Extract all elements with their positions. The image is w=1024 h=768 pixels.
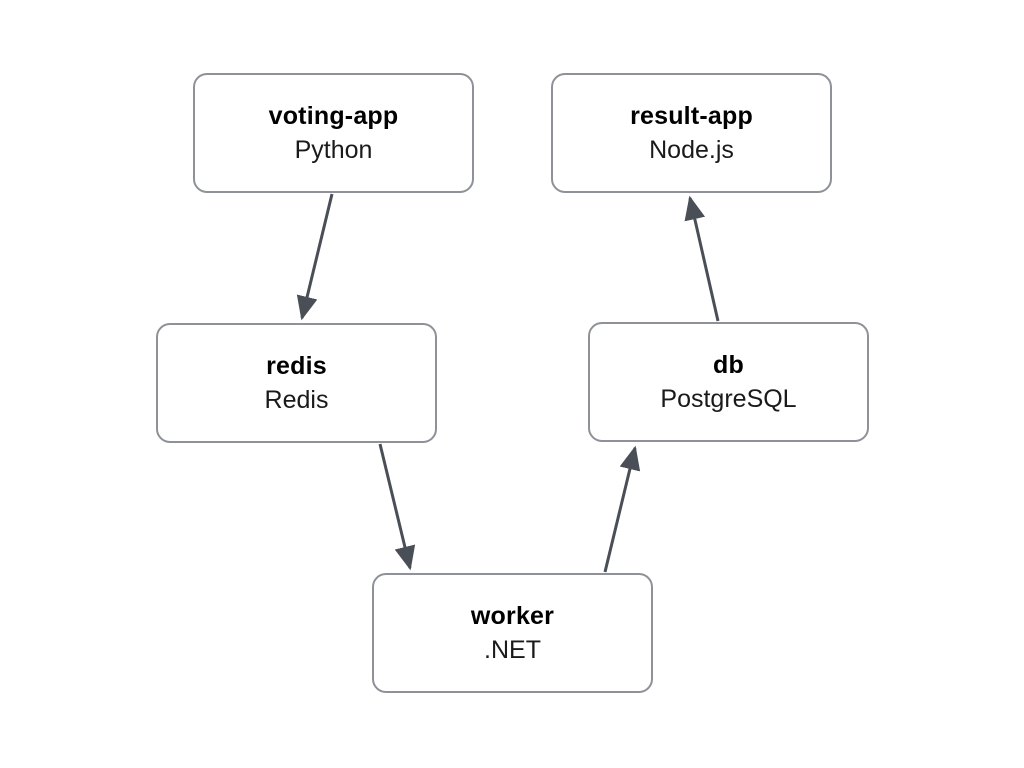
- node-redis-tech: Redis: [264, 386, 329, 414]
- edge-db-to-result-app: [684, 195, 720, 322]
- node-voting-app-title: voting-app: [268, 101, 399, 130]
- node-voting-app: voting-app Python: [193, 73, 474, 193]
- node-result-app-title: result-app: [630, 101, 753, 130]
- node-db: db PostgreSQL: [588, 322, 869, 442]
- node-voting-app-tech: Python: [294, 136, 373, 164]
- node-worker-tech: .NET: [484, 636, 541, 664]
- node-redis: redis Redis: [156, 323, 437, 443]
- node-db-tech: PostgreSQL: [660, 385, 797, 413]
- node-worker: worker .NET: [372, 573, 653, 693]
- node-db-title: db: [713, 350, 744, 379]
- edge-voting-app-to-redis: [296, 193, 334, 321]
- edge-worker-to-db: [603, 445, 641, 573]
- node-worker-title: worker: [470, 601, 555, 630]
- node-result-app: result-app Node.js: [551, 73, 832, 193]
- node-result-app-tech: Node.js: [649, 136, 734, 164]
- node-redis-title: redis: [266, 351, 327, 380]
- edge-redis-to-worker: [378, 443, 416, 571]
